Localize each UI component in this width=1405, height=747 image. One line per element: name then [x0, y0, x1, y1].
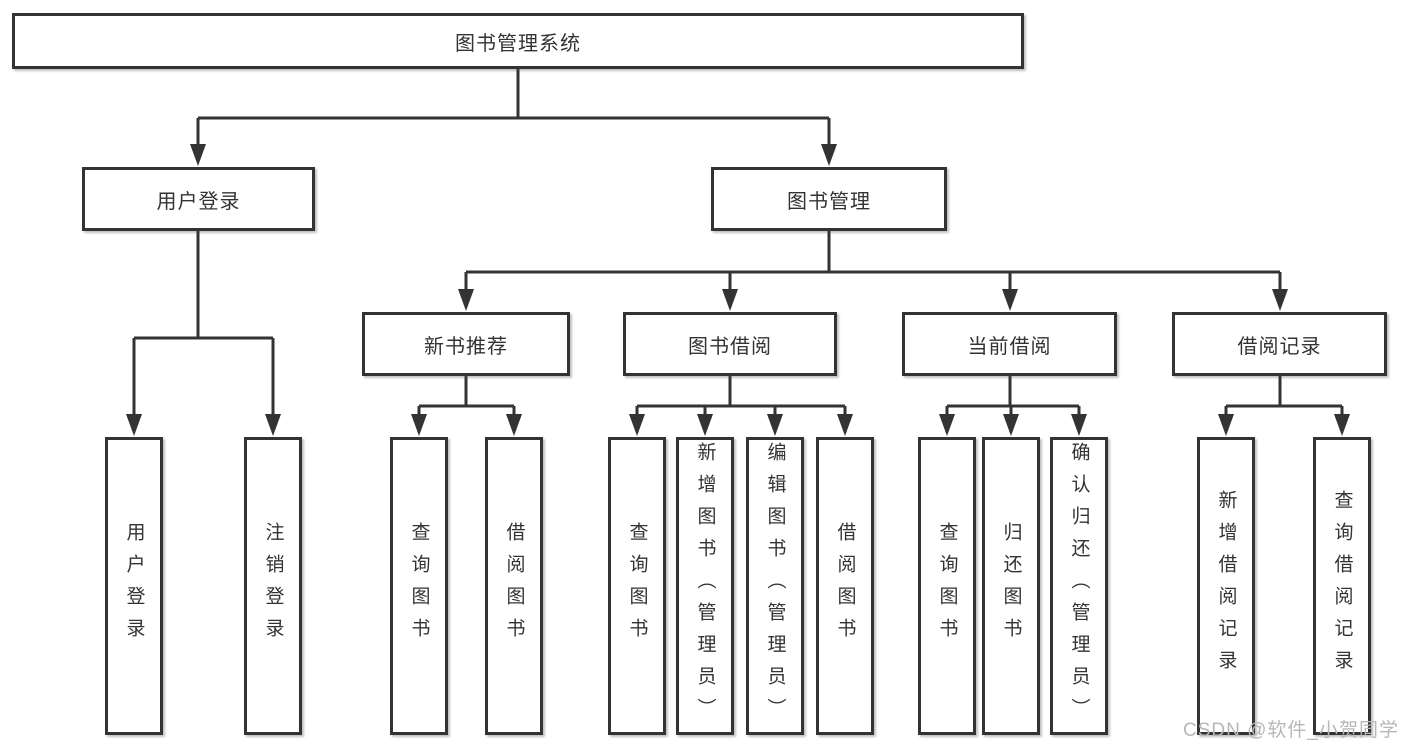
- leaf-borrowing-add-books-admin: 新增图书（管理员）: [676, 437, 734, 735]
- leaf-borrowing-query-books: 查询图书: [608, 437, 666, 735]
- leaf-label: 新增借阅记录: [1215, 490, 1237, 682]
- node-library-system: 图书管理系统: [12, 13, 1024, 69]
- node-label: 用户登录: [156, 190, 241, 213]
- leaf-label: 用户登录: [123, 522, 145, 650]
- node-label: 新书推荐: [424, 335, 508, 358]
- leaf-label: 查询图书: [408, 522, 430, 650]
- leaf-label: 注销登录: [262, 522, 284, 650]
- leaf-label: 编辑图书（管理员）: [764, 442, 786, 730]
- node-label: 图书管理系统: [455, 32, 581, 55]
- csdn-watermark: CSDN @软件_小贺同学: [1183, 720, 1399, 741]
- node-borrow-records: 借阅记录: [1172, 312, 1387, 376]
- leaf-label: 归还图书: [1000, 522, 1022, 650]
- node-current-borrowing: 当前借阅: [902, 312, 1117, 376]
- node-user-login: 用户登录: [82, 167, 315, 231]
- leaf-label: 查询图书: [626, 522, 648, 650]
- leaf-label: 新增图书（管理员）: [694, 442, 716, 730]
- leaf-label: 确认归还（管理员）: [1068, 442, 1090, 730]
- leaf-records-query-record: 查询借阅记录: [1313, 437, 1371, 735]
- leaf-label: 借阅图书: [503, 522, 525, 650]
- leaf-logout: 注销登录: [244, 437, 302, 735]
- leaf-current-query-books: 查询图书: [918, 437, 976, 735]
- node-label: 当前借阅: [967, 335, 1052, 358]
- leaf-label: 查询图书: [936, 522, 958, 650]
- leaf-label: 借阅图书: [834, 522, 856, 650]
- node-book-management: 图书管理: [711, 167, 947, 231]
- leaf-current-return-books: 归还图书: [982, 437, 1040, 735]
- leaf-user-login: 用户登录: [105, 437, 163, 735]
- leaf-records-add-record: 新增借阅记录: [1197, 437, 1255, 735]
- node-new-book-recommend: 新书推荐: [362, 312, 570, 376]
- node-label: 图书管理: [787, 190, 871, 213]
- node-book-borrowing: 图书借阅: [623, 312, 837, 376]
- node-label: 借阅记录: [1237, 335, 1322, 358]
- leaf-recommend-query-books: 查询图书: [390, 437, 448, 735]
- leaf-label: 查询借阅记录: [1331, 490, 1353, 682]
- leaf-recommend-borrow-books: 借阅图书: [485, 437, 543, 735]
- leaf-borrowing-borrow-books: 借阅图书: [816, 437, 874, 735]
- node-label: 图书借阅: [688, 335, 772, 358]
- leaf-borrowing-edit-books-admin: 编辑图书（管理员）: [746, 437, 804, 735]
- leaf-current-confirm-return-admin: 确认归还（管理员）: [1050, 437, 1108, 735]
